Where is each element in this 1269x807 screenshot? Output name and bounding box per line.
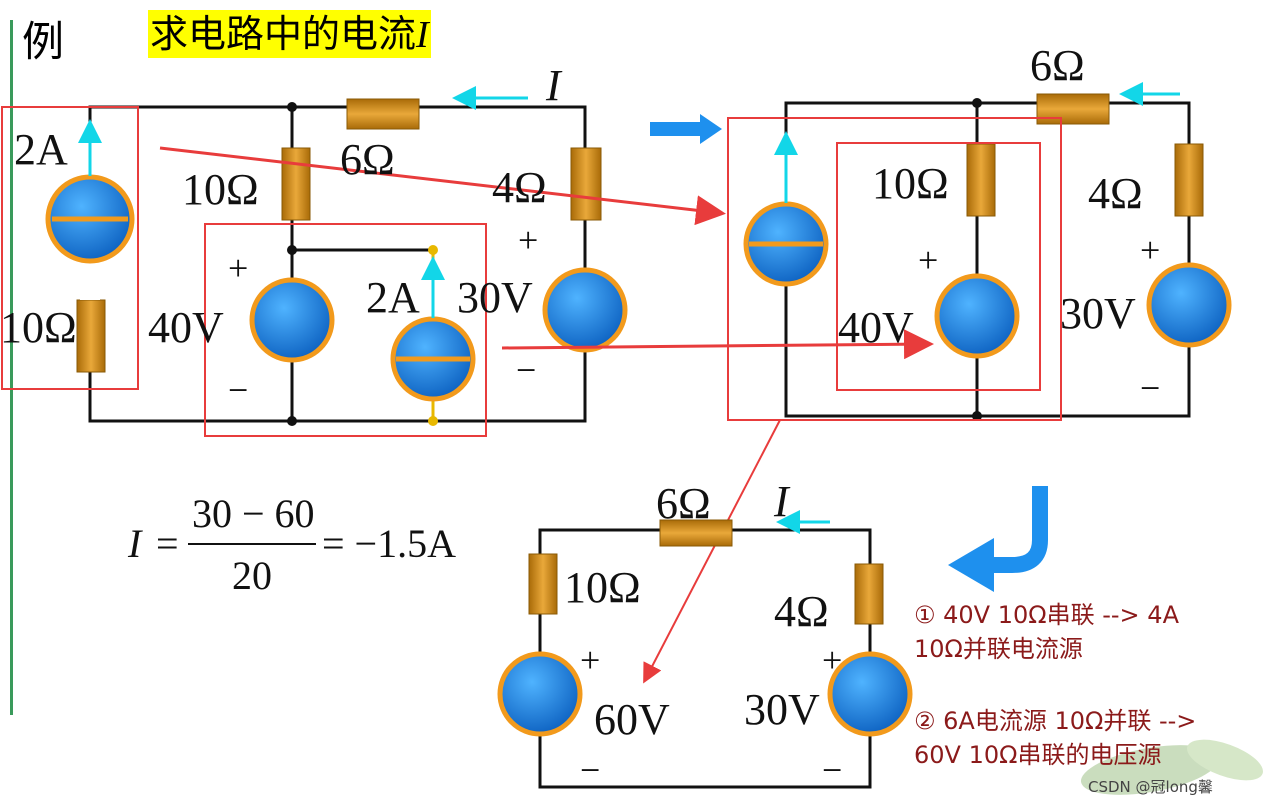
formula-lhs: I: [128, 521, 142, 566]
voltage-source-c3-left: [497, 651, 583, 737]
formula-equals: =: [156, 521, 179, 566]
note-2-line-1: ② 6A电流源 10Ω并联 -->: [914, 707, 1197, 735]
note-1-line-1: ① 40V 10Ω串联 --> 4A: [914, 601, 1179, 629]
highlight-box-c1-mid: [204, 223, 487, 437]
transform-arrow-right: [650, 114, 722, 144]
current-source-c2: [743, 131, 829, 287]
voltage-source-c1-mid: [249, 277, 335, 363]
red-arrow-1: [159, 146, 726, 226]
label-c1-vs-right: 30V: [457, 273, 533, 322]
circuit-1-nodes: [287, 102, 438, 426]
label-c1-r-right: 4Ω: [492, 163, 547, 212]
watermark: CSDN @冠long馨: [1088, 778, 1213, 796]
label-c3-plus-left: +: [580, 640, 601, 680]
label-c2-plus-right: +: [1140, 230, 1161, 270]
label-c3-plus-right: +: [822, 640, 843, 680]
label-c2-r-mid: 10Ω: [872, 159, 949, 208]
highlight-box-c1-left: [1, 106, 139, 390]
red-arrow-3: [643, 419, 781, 684]
note-1-line-2: 10Ω并联电流源: [914, 635, 1083, 663]
label-c3-vs-left: 60V: [594, 695, 670, 744]
resistor-c1-top: [346, 98, 420, 130]
label-c1-minus-right: −: [516, 350, 537, 390]
label-c1-r-mid: 10Ω: [182, 165, 259, 214]
current-source-c1-left: [45, 119, 135, 300]
resistor-c3-left: [528, 553, 558, 615]
label-c2-r-right: 4Ω: [1088, 169, 1143, 218]
label-c3-minus-right: −: [822, 750, 843, 790]
label-c3-vs-right: 30V: [744, 685, 820, 734]
circuit-1: [88, 105, 587, 423]
resistor-c3-top: [659, 519, 733, 547]
problem-title: 求电路中的电流I: [148, 10, 431, 58]
left-accent-bar: [10, 20, 13, 715]
label-c3-current: I: [774, 477, 789, 526]
resistor-c1-right: [570, 147, 602, 221]
transform-arrow-curved: [948, 486, 1048, 592]
label-c2-minus-right: −: [1140, 368, 1161, 408]
label-c3-r-left: 10Ω: [564, 563, 641, 612]
label-c2-r-top: 6Ω: [1030, 41, 1085, 90]
resistor-c3-right: [854, 563, 884, 625]
note-2-line-2: 60V 10Ω串联的电压源: [914, 741, 1162, 769]
leaf-decoration: [1080, 739, 1263, 795]
resistor-c1-left: [76, 299, 106, 373]
label-c1-r-top: 6Ω: [340, 135, 395, 184]
resistor-c2-right: [1174, 143, 1204, 217]
label-c1-minus-mid: −: [228, 370, 249, 410]
circuit-2-nodes: [972, 98, 982, 421]
current-source-c1-mid: [390, 256, 476, 402]
resistor-c2-top: [1036, 93, 1110, 125]
label-c3-r-right: 4Ω: [774, 587, 829, 636]
formula-numerator: 30 − 60: [192, 491, 315, 536]
highlight-box-c2-inner: [836, 142, 1041, 391]
resistor-c1-mid: [281, 147, 311, 221]
label-c1-plus-right: +: [518, 220, 539, 260]
label-c3-minus-left: −: [580, 750, 601, 790]
problem-title-text: 求电路中的电流: [150, 12, 417, 56]
label-c3-r-top: 6Ω: [656, 479, 711, 528]
label-c1-vs-mid: 40V: [148, 303, 224, 352]
voltage-source-c1-right: [542, 267, 628, 353]
voltage-source-c2-right: [1146, 262, 1232, 348]
label-c2-plus-mid: +: [918, 240, 939, 280]
example-label: 例: [22, 17, 65, 66]
red-arrow-2: [501, 329, 934, 360]
formula-result: = −1.5A: [322, 521, 457, 566]
problem-title-variable: I: [416, 14, 429, 56]
label-c1-plus-mid: +: [228, 248, 249, 288]
voltage-source-c3-right: [827, 651, 913, 737]
highlight-box-c2-outer: [727, 117, 1062, 421]
label-c1-current: I: [546, 61, 561, 110]
voltage-source-c2-mid: [934, 273, 1020, 359]
resistor-c2-mid: [966, 143, 996, 217]
label-c2-vs-mid: 40V: [838, 303, 914, 352]
formula-denominator: 20: [232, 553, 272, 598]
label-c1-cs-left: 2A: [14, 125, 68, 174]
label-c1-r-left: 10Ω: [0, 303, 77, 352]
label-c2-vs-right: 30V: [1060, 289, 1136, 338]
label-c1-cs-mid: 2A: [366, 273, 420, 322]
